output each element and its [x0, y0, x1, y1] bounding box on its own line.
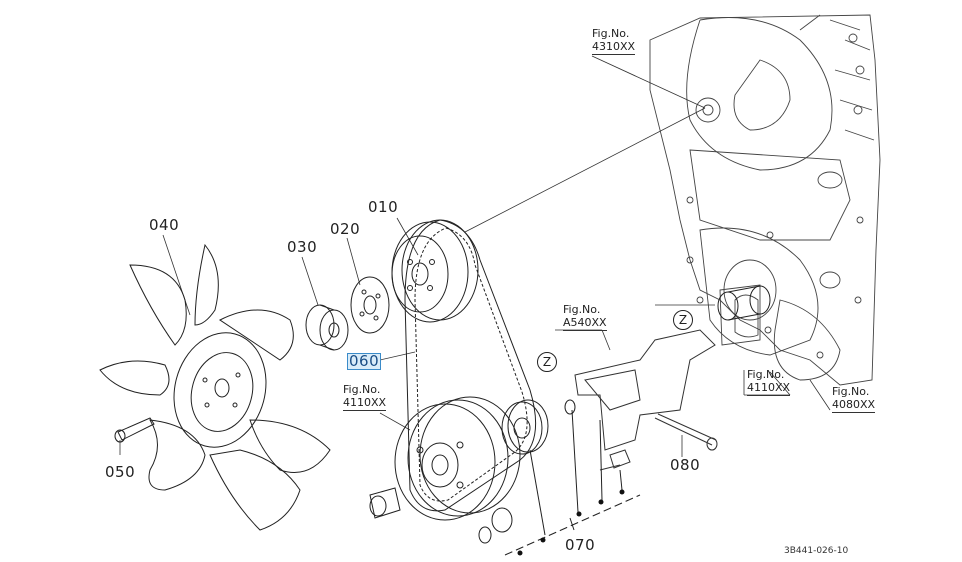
plate-020-drawing — [350, 276, 390, 334]
figure-ref-prefix: Fig.No. — [563, 303, 601, 316]
part-callout-040[interactable]: 040 — [149, 216, 180, 234]
figure-ref-code: A540XX — [563, 316, 607, 331]
figure-ref-4080xx[interactable]: Fig.No. 4080XX — [832, 385, 876, 413]
figure-ref-a540xx[interactable]: Fig.No. A540XX — [563, 303, 607, 331]
figure-ref-4310xx[interactable]: Fig.No. 4310XX — [592, 27, 636, 55]
figure-ref-code: 4110XX — [343, 396, 387, 411]
figure-ref-code: 4310XX — [592, 40, 636, 55]
document-id: 3B441-026-10 — [784, 546, 849, 556]
figure-ref-prefix: Fig.No. — [747, 368, 785, 381]
bolt-050-drawing — [114, 417, 155, 443]
tensioner-pulley-drawing — [478, 399, 576, 544]
part-callout-070[interactable]: 070 — [565, 536, 596, 554]
part-callout-080[interactable]: 080 — [670, 456, 701, 474]
figure-ref-code: 4080XX — [832, 398, 876, 413]
part-callout-060-selected[interactable]: 060 — [346, 352, 382, 370]
bracket-drawing — [574, 329, 718, 471]
engine-block-drawing — [649, 14, 881, 386]
assembly-dashed-line — [504, 409, 641, 556]
part-callout-030[interactable]: 030 — [287, 238, 318, 256]
spacer-030-drawing — [305, 304, 349, 351]
assembly-points — [517, 489, 625, 556]
part-callout-050[interactable]: 050 — [105, 463, 136, 481]
figure-ref-prefix: Fig.No. — [832, 385, 870, 398]
figure-ref-code: 4110XX — [747, 381, 791, 396]
view-marker-z: Z — [537, 352, 557, 372]
figure-ref-prefix: Fig.No. — [592, 27, 630, 40]
shaft-drawing — [717, 285, 771, 321]
fan-drawing — [99, 243, 331, 531]
figure-ref-4110xx-crank[interactable]: Fig.No. 4110XX — [343, 383, 387, 411]
view-marker-z: Z — [673, 310, 693, 330]
part-callout-020[interactable]: 020 — [330, 220, 361, 238]
crank-pulley-drawing — [369, 396, 521, 521]
figure-ref-4110xx-shaft[interactable]: Fig.No. 4110XX — [747, 368, 791, 396]
figure-ref-prefix: Fig.No. — [343, 383, 381, 396]
part-callout-010[interactable]: 010 — [368, 198, 399, 216]
belt-060-drawing — [404, 219, 537, 512]
